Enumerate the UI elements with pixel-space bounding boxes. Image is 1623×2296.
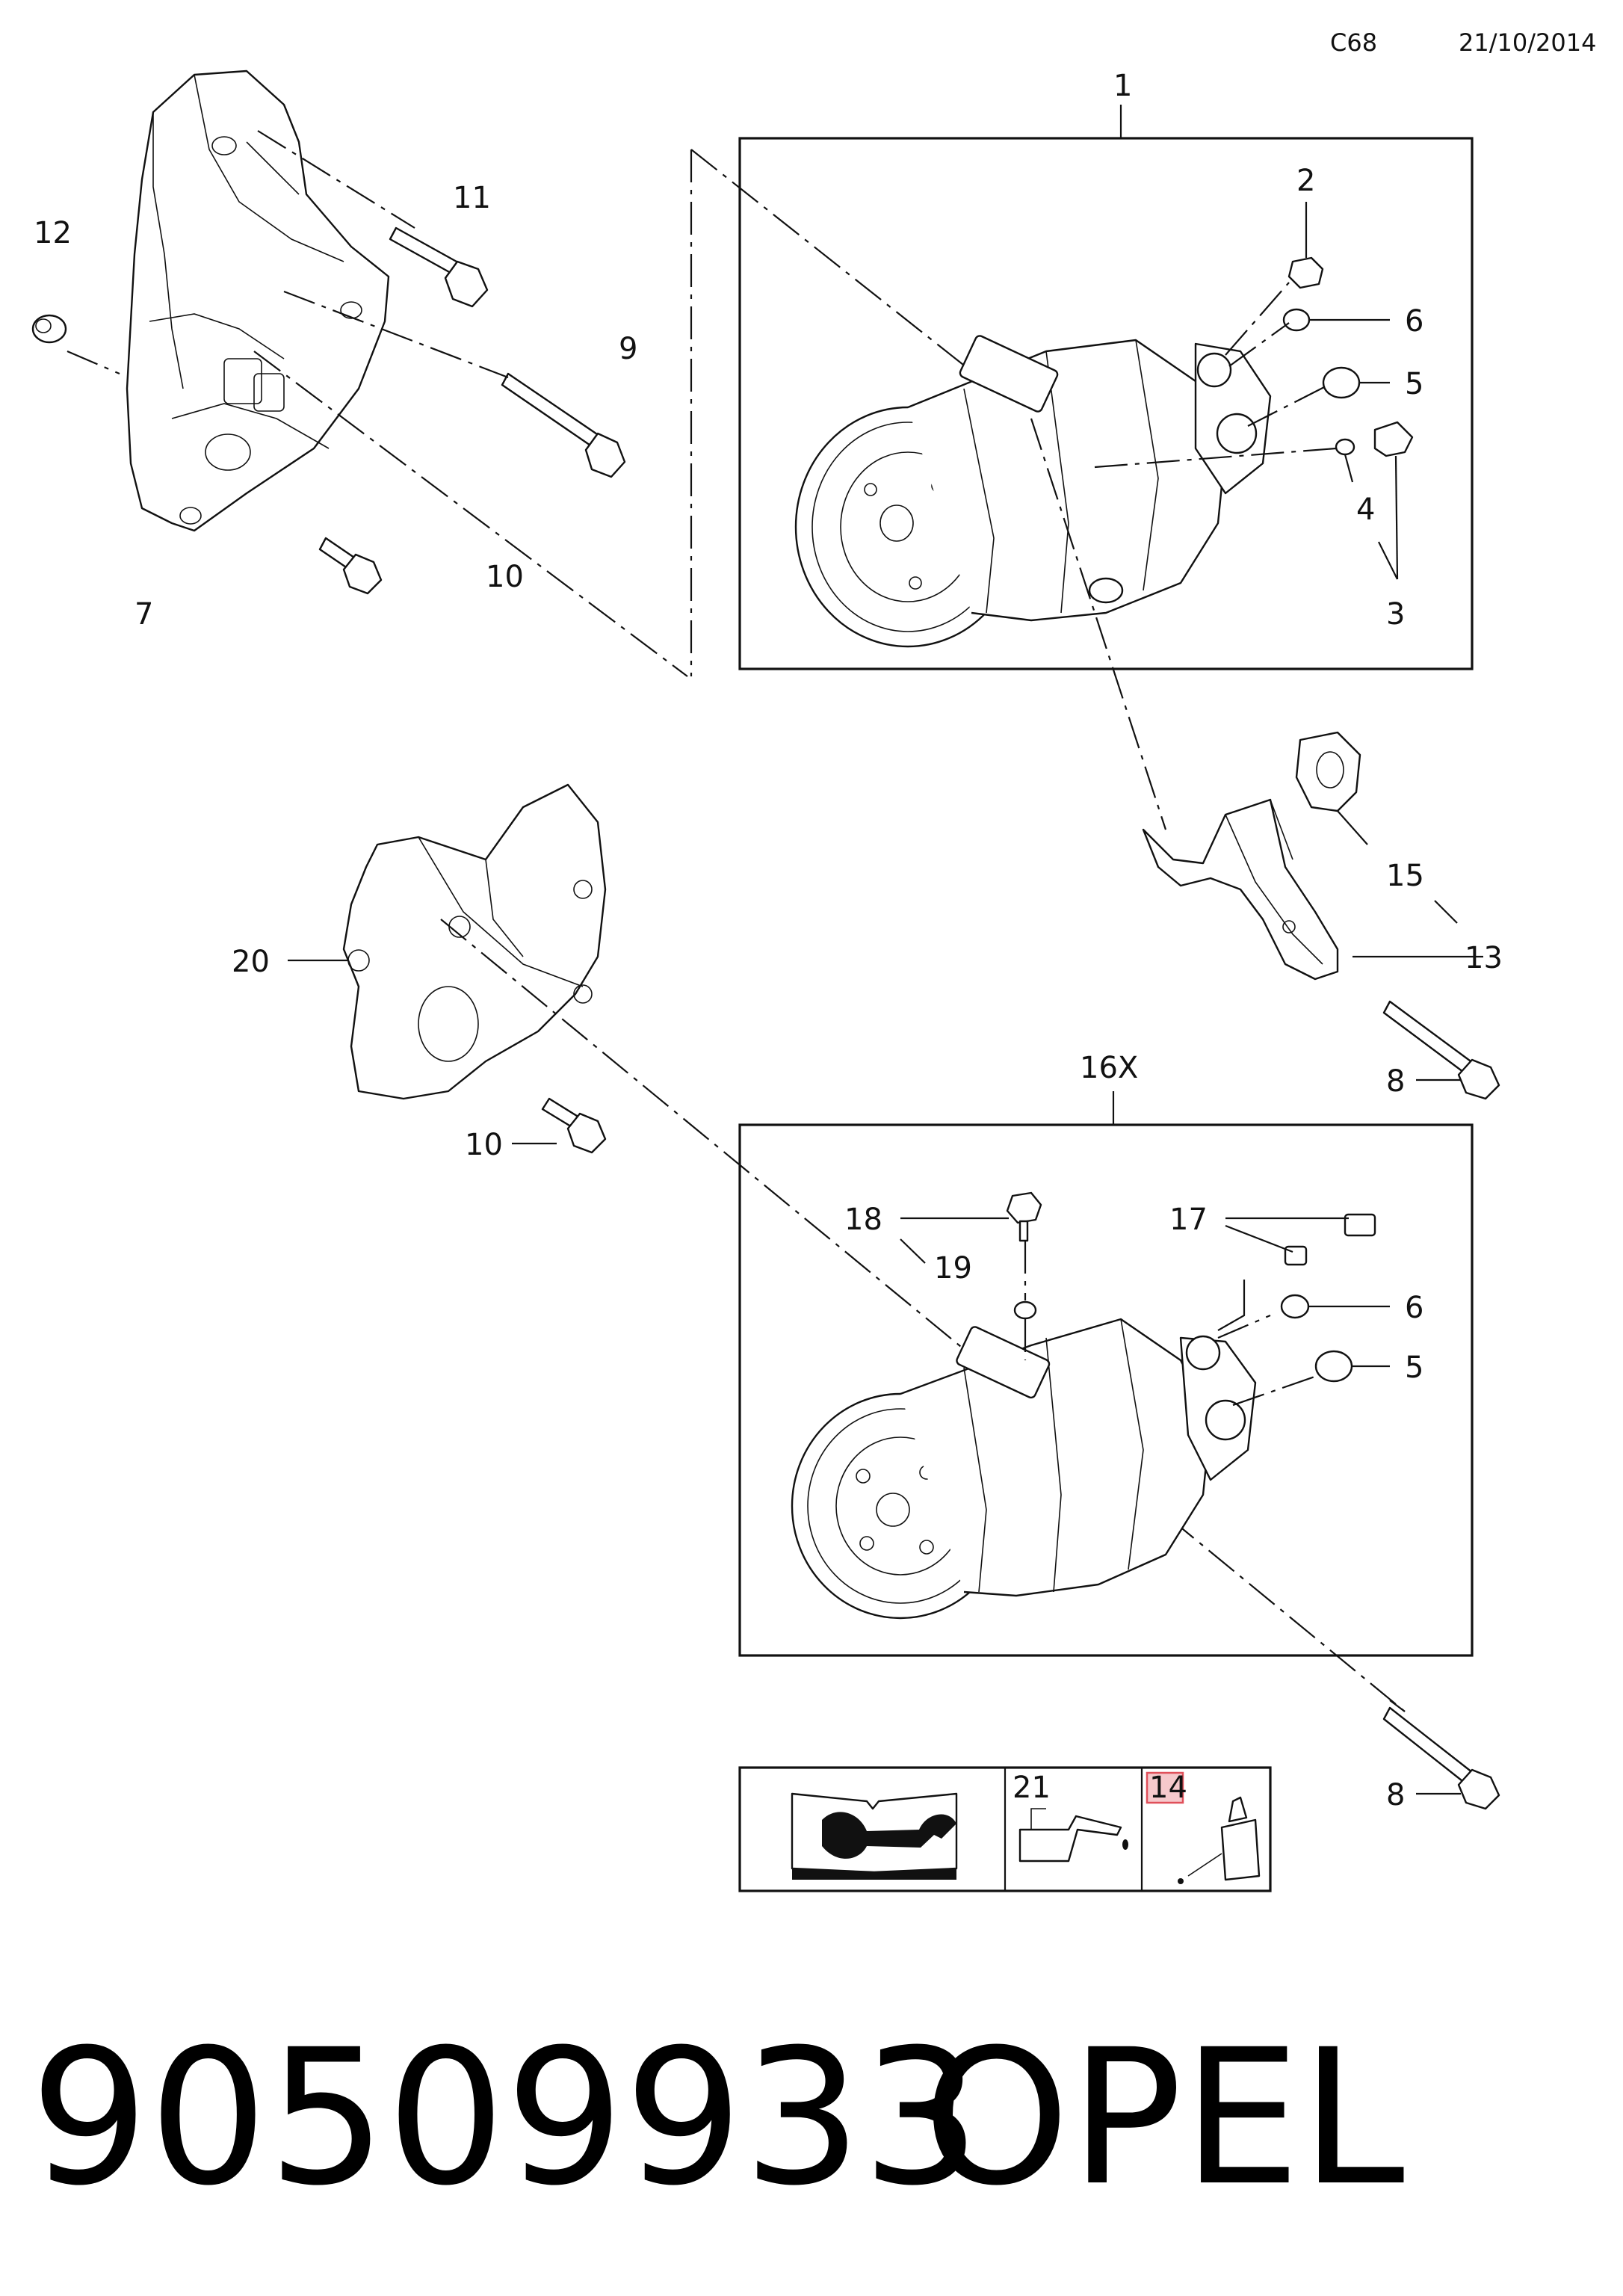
callout-19: 19 — [934, 1251, 972, 1286]
bolt-part-18 — [1006, 1191, 1042, 1242]
callout-10-lower: 10 — [465, 1128, 503, 1162]
plug-part-2 — [1287, 256, 1324, 289]
box-compressor-1 — [738, 137, 1474, 670]
diagram-date: 21/10/2014 — [1459, 28, 1596, 57]
diagram-code: C68 — [1330, 28, 1377, 57]
fitting-part-17 — [1284, 1213, 1376, 1266]
callout-4: 4 — [1356, 493, 1375, 527]
callout-5-upper: 5 — [1405, 367, 1423, 401]
bolt-part-8-upper — [1382, 1000, 1500, 1100]
callout-8-upper: 8 — [1386, 1064, 1405, 1099]
part-number: 90509933 — [30, 2009, 980, 2226]
callout-10-upper: 10 — [486, 560, 524, 594]
callout-6-upper: 6 — [1405, 304, 1423, 339]
callout-3: 3 — [1386, 597, 1405, 632]
legend-ref-oil: 21 — [1013, 1771, 1051, 1805]
oring-part-6-lower — [1280, 1294, 1310, 1319]
compressor-part-1 — [794, 335, 1272, 648]
callout-2: 2 — [1296, 164, 1315, 198]
bolt-part-10-upper — [318, 537, 383, 595]
bolt-part-8-lower — [1382, 1706, 1500, 1810]
bolt-part-11 — [389, 226, 489, 308]
workshop-manual-icon — [791, 1792, 958, 1880]
washer-part-19 — [1013, 1300, 1037, 1320]
oring-part-6 — [1282, 308, 1311, 332]
legend-ref-adhesive-tag — [1146, 1771, 1184, 1804]
oil-can-icon — [1018, 1808, 1128, 1863]
callout-16x: 16X — [1080, 1051, 1138, 1085]
callout-8-lower: 8 — [1386, 1778, 1405, 1812]
bracket-part-7 — [126, 70, 390, 532]
bushing-part-12 — [31, 314, 67, 344]
valve-part-3 — [1373, 421, 1414, 457]
callout-20: 20 — [232, 945, 270, 979]
callout-7: 7 — [135, 597, 153, 632]
compressor-part-16x — [791, 1318, 1257, 1620]
washer-part-4 — [1335, 438, 1355, 456]
callout-13: 13 — [1465, 941, 1503, 975]
callout-11: 11 — [453, 181, 491, 215]
oring-part-5 — [1322, 366, 1361, 399]
callout-1: 1 — [1113, 69, 1132, 103]
callout-15: 15 — [1386, 859, 1424, 893]
bracket-part-13 — [1142, 798, 1339, 981]
bolt-part-9 — [501, 372, 626, 478]
callout-12: 12 — [34, 216, 72, 250]
clamp-part-15 — [1295, 731, 1361, 812]
bolt-part-10-lower — [541, 1097, 607, 1154]
callout-5-lower: 5 — [1405, 1351, 1423, 1385]
bracket-part-20 — [342, 783, 607, 1100]
callout-6-lower: 6 — [1405, 1291, 1423, 1325]
brand-name: OPEL — [923, 2009, 1405, 2226]
adhesive-bottle-icon — [1178, 1796, 1261, 1884]
callout-9: 9 — [619, 332, 637, 366]
callout-18: 18 — [844, 1203, 882, 1237]
legend-ref-adhesive: 14 — [1149, 1771, 1187, 1805]
callout-17: 17 — [1169, 1203, 1208, 1237]
legend-box — [738, 1766, 1272, 1892]
oring-part-5-lower — [1314, 1350, 1353, 1383]
box-compressor-16x — [738, 1123, 1474, 1657]
